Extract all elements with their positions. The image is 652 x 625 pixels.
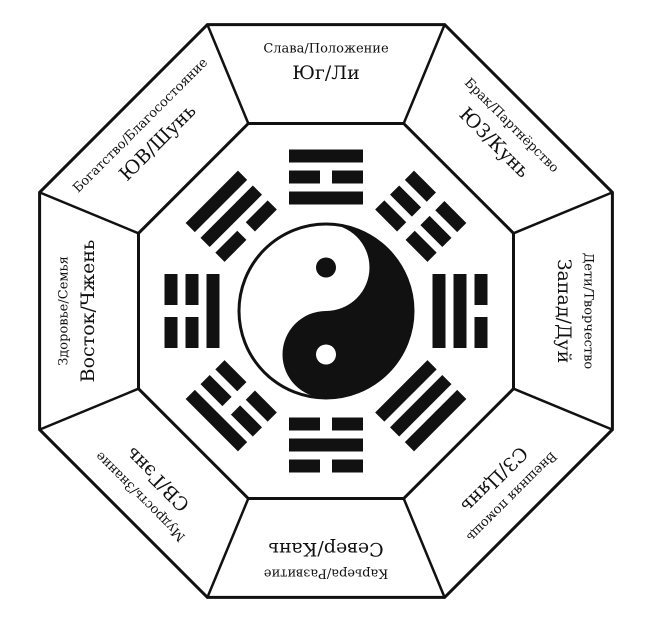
trigram-line-broken-right bbox=[435, 201, 467, 233]
trigram-south bbox=[289, 149, 363, 205]
sector-divider bbox=[206, 498, 250, 598]
trigram-line-solid bbox=[453, 274, 467, 348]
trigram-southeast bbox=[185, 170, 277, 262]
sector-label-north: Карьера/Развитие Север/Кань bbox=[263, 538, 388, 581]
sector-label-northeast: Мудрость/Знание СВ/Гэнь bbox=[93, 443, 195, 544]
yin-yang-dark-half bbox=[282, 224, 413, 398]
trigram-line-broken-left bbox=[332, 459, 363, 473]
trigram-line-broken-left bbox=[230, 405, 263, 437]
trigram-line-broken-left bbox=[404, 170, 436, 202]
sector-divider bbox=[206, 24, 250, 124]
sector-divider bbox=[513, 387, 613, 431]
trigram-line-broken-right bbox=[420, 215, 452, 248]
sector-west-direction: Запад/Дуй bbox=[553, 259, 575, 364]
trigram-line-broken-right bbox=[245, 200, 277, 232]
sector-south-direction: Юг/Ли bbox=[292, 62, 360, 84]
trigram-line-solid bbox=[389, 374, 452, 437]
sector-divider bbox=[39, 191, 139, 235]
trigram-line-broken-right bbox=[474, 317, 488, 348]
trigram-line-broken-left bbox=[474, 274, 488, 305]
sector-divider bbox=[402, 498, 446, 598]
sector-label-south: Слава/Положение Юг/Ли bbox=[263, 42, 389, 85]
trigram-line-broken-left bbox=[375, 200, 407, 232]
trigram-line-broken-right bbox=[215, 360, 247, 392]
trigram-line-solid bbox=[200, 185, 263, 248]
trigram-line-broken-left bbox=[389, 185, 422, 217]
trigram-line-broken-right bbox=[405, 230, 437, 262]
sector-east-direction: Восток/Чжень bbox=[77, 240, 99, 383]
trigrams bbox=[164, 149, 488, 473]
trigram-west bbox=[432, 274, 488, 348]
trigram-line-broken-right bbox=[289, 459, 320, 473]
trigram-line-solid bbox=[404, 389, 467, 452]
trigram-line-broken-left bbox=[215, 230, 247, 262]
sector-north-direction: Север/Кань bbox=[268, 538, 383, 560]
trigram-line-solid bbox=[185, 170, 248, 233]
trigram-line-broken-left bbox=[289, 170, 320, 184]
trigram-line-broken-left bbox=[332, 417, 363, 431]
trigram-northwest bbox=[375, 360, 467, 452]
sector-dividers bbox=[39, 24, 613, 598]
trigram-line-broken-right bbox=[332, 170, 363, 184]
trigram-northeast bbox=[185, 360, 277, 452]
sector-north-aspect: Карьера/Развитие bbox=[263, 566, 388, 581]
trigram-line-broken-right bbox=[289, 417, 320, 431]
trigram-line-solid bbox=[185, 389, 248, 452]
trigram-line-solid bbox=[289, 191, 363, 205]
trigram-southwest bbox=[375, 170, 467, 262]
sector-divider bbox=[513, 191, 613, 235]
sector-west-aspect: Дети/Творчество bbox=[581, 253, 596, 370]
yin-yang-dark-dot bbox=[316, 257, 336, 278]
trigram-line-broken-left bbox=[245, 390, 277, 422]
sector-divider bbox=[402, 24, 446, 124]
trigram-line-broken-right bbox=[185, 274, 199, 305]
sector-label-east: Здоровье/Семья Восток/Чжень bbox=[57, 240, 100, 383]
sector-label-west: Дети/Творчество Запад/Дуй bbox=[553, 253, 596, 370]
trigram-line-solid bbox=[289, 149, 363, 163]
yin-yang-icon bbox=[237, 222, 415, 400]
trigram-east bbox=[164, 274, 220, 348]
sector-east-aspect: Здоровье/Семья bbox=[57, 256, 72, 366]
trigram-north bbox=[289, 417, 363, 473]
yin-yang-light-dot bbox=[316, 344, 336, 365]
trigram-line-broken-right bbox=[164, 274, 178, 305]
trigram-line-broken-left bbox=[185, 317, 199, 348]
sector-label-southeast: Богатство/Благосостояние ЮВ/Шунь bbox=[70, 55, 211, 196]
sector-label-northwest: Внешняя помощь СЗ/Цянь bbox=[457, 442, 560, 545]
trigram-line-solid bbox=[375, 360, 437, 422]
trigram-line-solid bbox=[289, 438, 363, 452]
trigram-line-solid bbox=[206, 274, 220, 348]
trigram-line-broken-left bbox=[164, 317, 178, 348]
sector-divider bbox=[39, 387, 139, 431]
trigram-line-solid bbox=[432, 274, 446, 348]
trigram-line-broken-right bbox=[200, 374, 232, 407]
sector-south-aspect: Слава/Положение bbox=[263, 42, 389, 57]
